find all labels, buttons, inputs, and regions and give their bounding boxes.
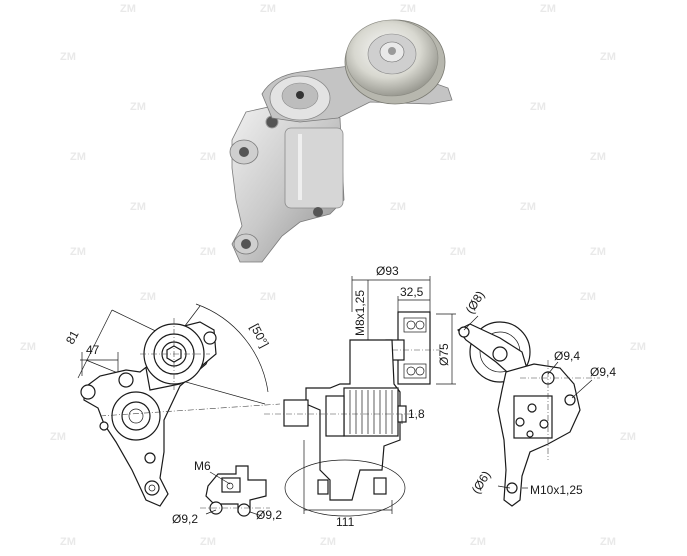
svg-text:ZM: ZM bbox=[260, 3, 276, 15]
mount-boss bbox=[283, 399, 309, 427]
center-side-view: Ø93 32,5 M8x1,25 Ø75 1,8 111 bbox=[264, 264, 456, 529]
svg-text:ZM: ZM bbox=[520, 201, 536, 213]
detail-callout-ellipse bbox=[284, 459, 406, 517]
svg-text:ZM: ZM bbox=[440, 151, 456, 163]
dim-d93-label: Ø93 bbox=[376, 264, 399, 278]
mount-hole-lower bbox=[241, 239, 251, 249]
svg-text:ZM: ZM bbox=[60, 51, 76, 63]
dim-47-label: 47 bbox=[86, 343, 100, 357]
dim-32-5-label: 32,5 bbox=[400, 285, 424, 299]
svg-text:ZM: ZM bbox=[70, 246, 86, 258]
svg-text:ZM: ZM bbox=[70, 151, 86, 163]
dim-1-8-label: 1,8 bbox=[408, 407, 425, 421]
spring-chamber bbox=[343, 387, 399, 437]
dim-angle-label: [50°] bbox=[247, 321, 271, 349]
dim-d75-label: Ø75 bbox=[437, 343, 451, 366]
dim-m10-label: M10x1,25 bbox=[530, 483, 583, 497]
svg-text:ZM: ZM bbox=[60, 536, 76, 548]
dim-d6-label: (Ø6) bbox=[469, 468, 494, 496]
dim-d9-4-lower-label: Ø9,4 bbox=[590, 365, 616, 379]
watermark-pattern: ZM ZM ZM ZM ZM ZM ZM ZM ZM ZM ZM ZM ZM Z… bbox=[20, 3, 646, 548]
dim-m8-label: M8x1,25 bbox=[353, 290, 367, 336]
svg-text:ZM: ZM bbox=[130, 101, 146, 113]
dim-d9-4-upper-label: Ø9,4 bbox=[554, 349, 580, 363]
mount-hole bbox=[80, 384, 96, 400]
damper-cylinder bbox=[284, 127, 344, 209]
svg-text:ZM: ZM bbox=[390, 201, 406, 213]
svg-text:ZM: ZM bbox=[590, 246, 606, 258]
dim-m6-label: M6 bbox=[194, 459, 211, 473]
svg-text:ZM: ZM bbox=[200, 246, 216, 258]
angle-arc bbox=[195, 303, 269, 393]
spring-coils bbox=[349, 390, 393, 434]
svg-text:ZM: ZM bbox=[540, 3, 556, 15]
svg-text:ZM: ZM bbox=[140, 291, 156, 303]
svg-text:ZM: ZM bbox=[320, 536, 336, 548]
mount-hole bbox=[144, 480, 160, 496]
damper-housing bbox=[513, 395, 553, 439]
svg-text:ZM: ZM bbox=[620, 431, 636, 443]
svg-text:ZM: ZM bbox=[20, 341, 36, 353]
svg-text:ZM: ZM bbox=[200, 536, 216, 548]
svg-text:ZM: ZM bbox=[450, 246, 466, 258]
svg-text:ZM: ZM bbox=[600, 51, 616, 63]
detail-view: M6 Ø9,2 Ø9,2 bbox=[172, 459, 282, 526]
svg-text:ZM: ZM bbox=[260, 291, 276, 303]
svg-text:ZM: ZM bbox=[590, 151, 606, 163]
mount-hole bbox=[506, 482, 518, 494]
dim-d9-2-left-label: Ø9,2 bbox=[172, 512, 198, 526]
svg-text:ZM: ZM bbox=[530, 101, 546, 113]
svg-text:ZM: ZM bbox=[120, 3, 136, 15]
dim-d8-label: (Ø8) bbox=[463, 288, 488, 316]
svg-text:ZM: ZM bbox=[200, 151, 216, 163]
dim-81-label: 81 bbox=[63, 328, 82, 347]
tensioner-product-render bbox=[229, 19, 453, 263]
svg-text:ZM: ZM bbox=[600, 536, 616, 548]
svg-text:ZM: ZM bbox=[50, 431, 66, 443]
svg-text:ZM: ZM bbox=[580, 291, 596, 303]
mount-hole bbox=[118, 372, 134, 388]
svg-text:ZM: ZM bbox=[130, 201, 146, 213]
dim-111-label: 111 bbox=[336, 515, 355, 529]
dim-d9-2-right-label: Ø9,2 bbox=[256, 508, 282, 522]
svg-text:ZM: ZM bbox=[630, 341, 646, 353]
svg-text:ZM: ZM bbox=[400, 3, 416, 15]
right-view: (Ø8) Ø9,4 Ø9,4 (Ø6) M10x1,25 bbox=[457, 288, 616, 507]
svg-text:ZM: ZM bbox=[470, 536, 486, 548]
mount-hole-upper bbox=[239, 147, 249, 157]
